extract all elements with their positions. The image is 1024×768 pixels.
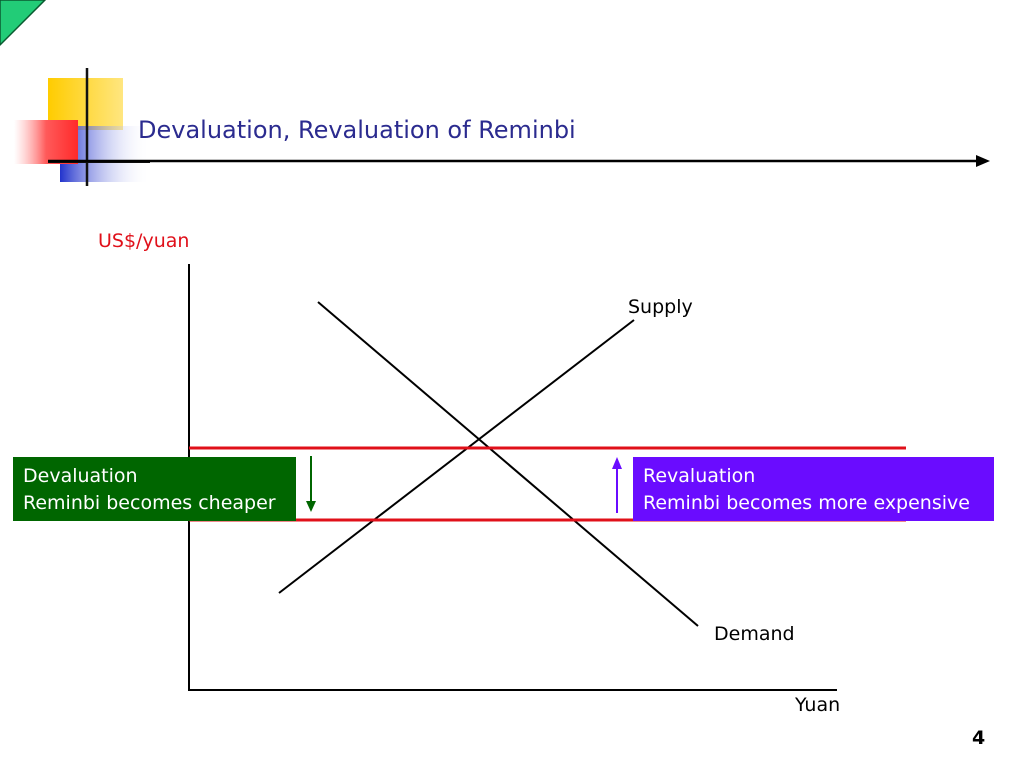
title-underline-arrow	[48, 155, 990, 167]
supply-label: Supply	[628, 296, 693, 318]
supply-curve	[278, 319, 635, 594]
revaluation-heading: Revaluation	[643, 465, 756, 487]
revaluation-description: Reminbi becomes more expensive	[643, 492, 970, 514]
x-axis-label: Yuan	[795, 694, 841, 716]
corner-triangle-decoration	[0, 0, 47, 47]
devaluation-heading: Devaluation	[23, 465, 138, 487]
devaluation-description: Reminbi becomes cheaper	[23, 492, 276, 514]
revaluation-up-arrow	[612, 457, 622, 513]
demand-label: Demand	[714, 623, 795, 645]
slide-title: Devaluation, Revaluation of Reminbi	[138, 116, 576, 144]
demand-curve	[317, 301, 699, 627]
page-number: 4	[972, 727, 986, 749]
devaluation-down-arrow	[306, 456, 316, 512]
revaluation-callout: Revaluation Reminbi becomes more expensi…	[633, 457, 994, 521]
devaluation-callout: Devaluation Reminbi becomes cheaper	[13, 457, 296, 521]
y-axis-label: US$/yuan	[98, 230, 190, 252]
